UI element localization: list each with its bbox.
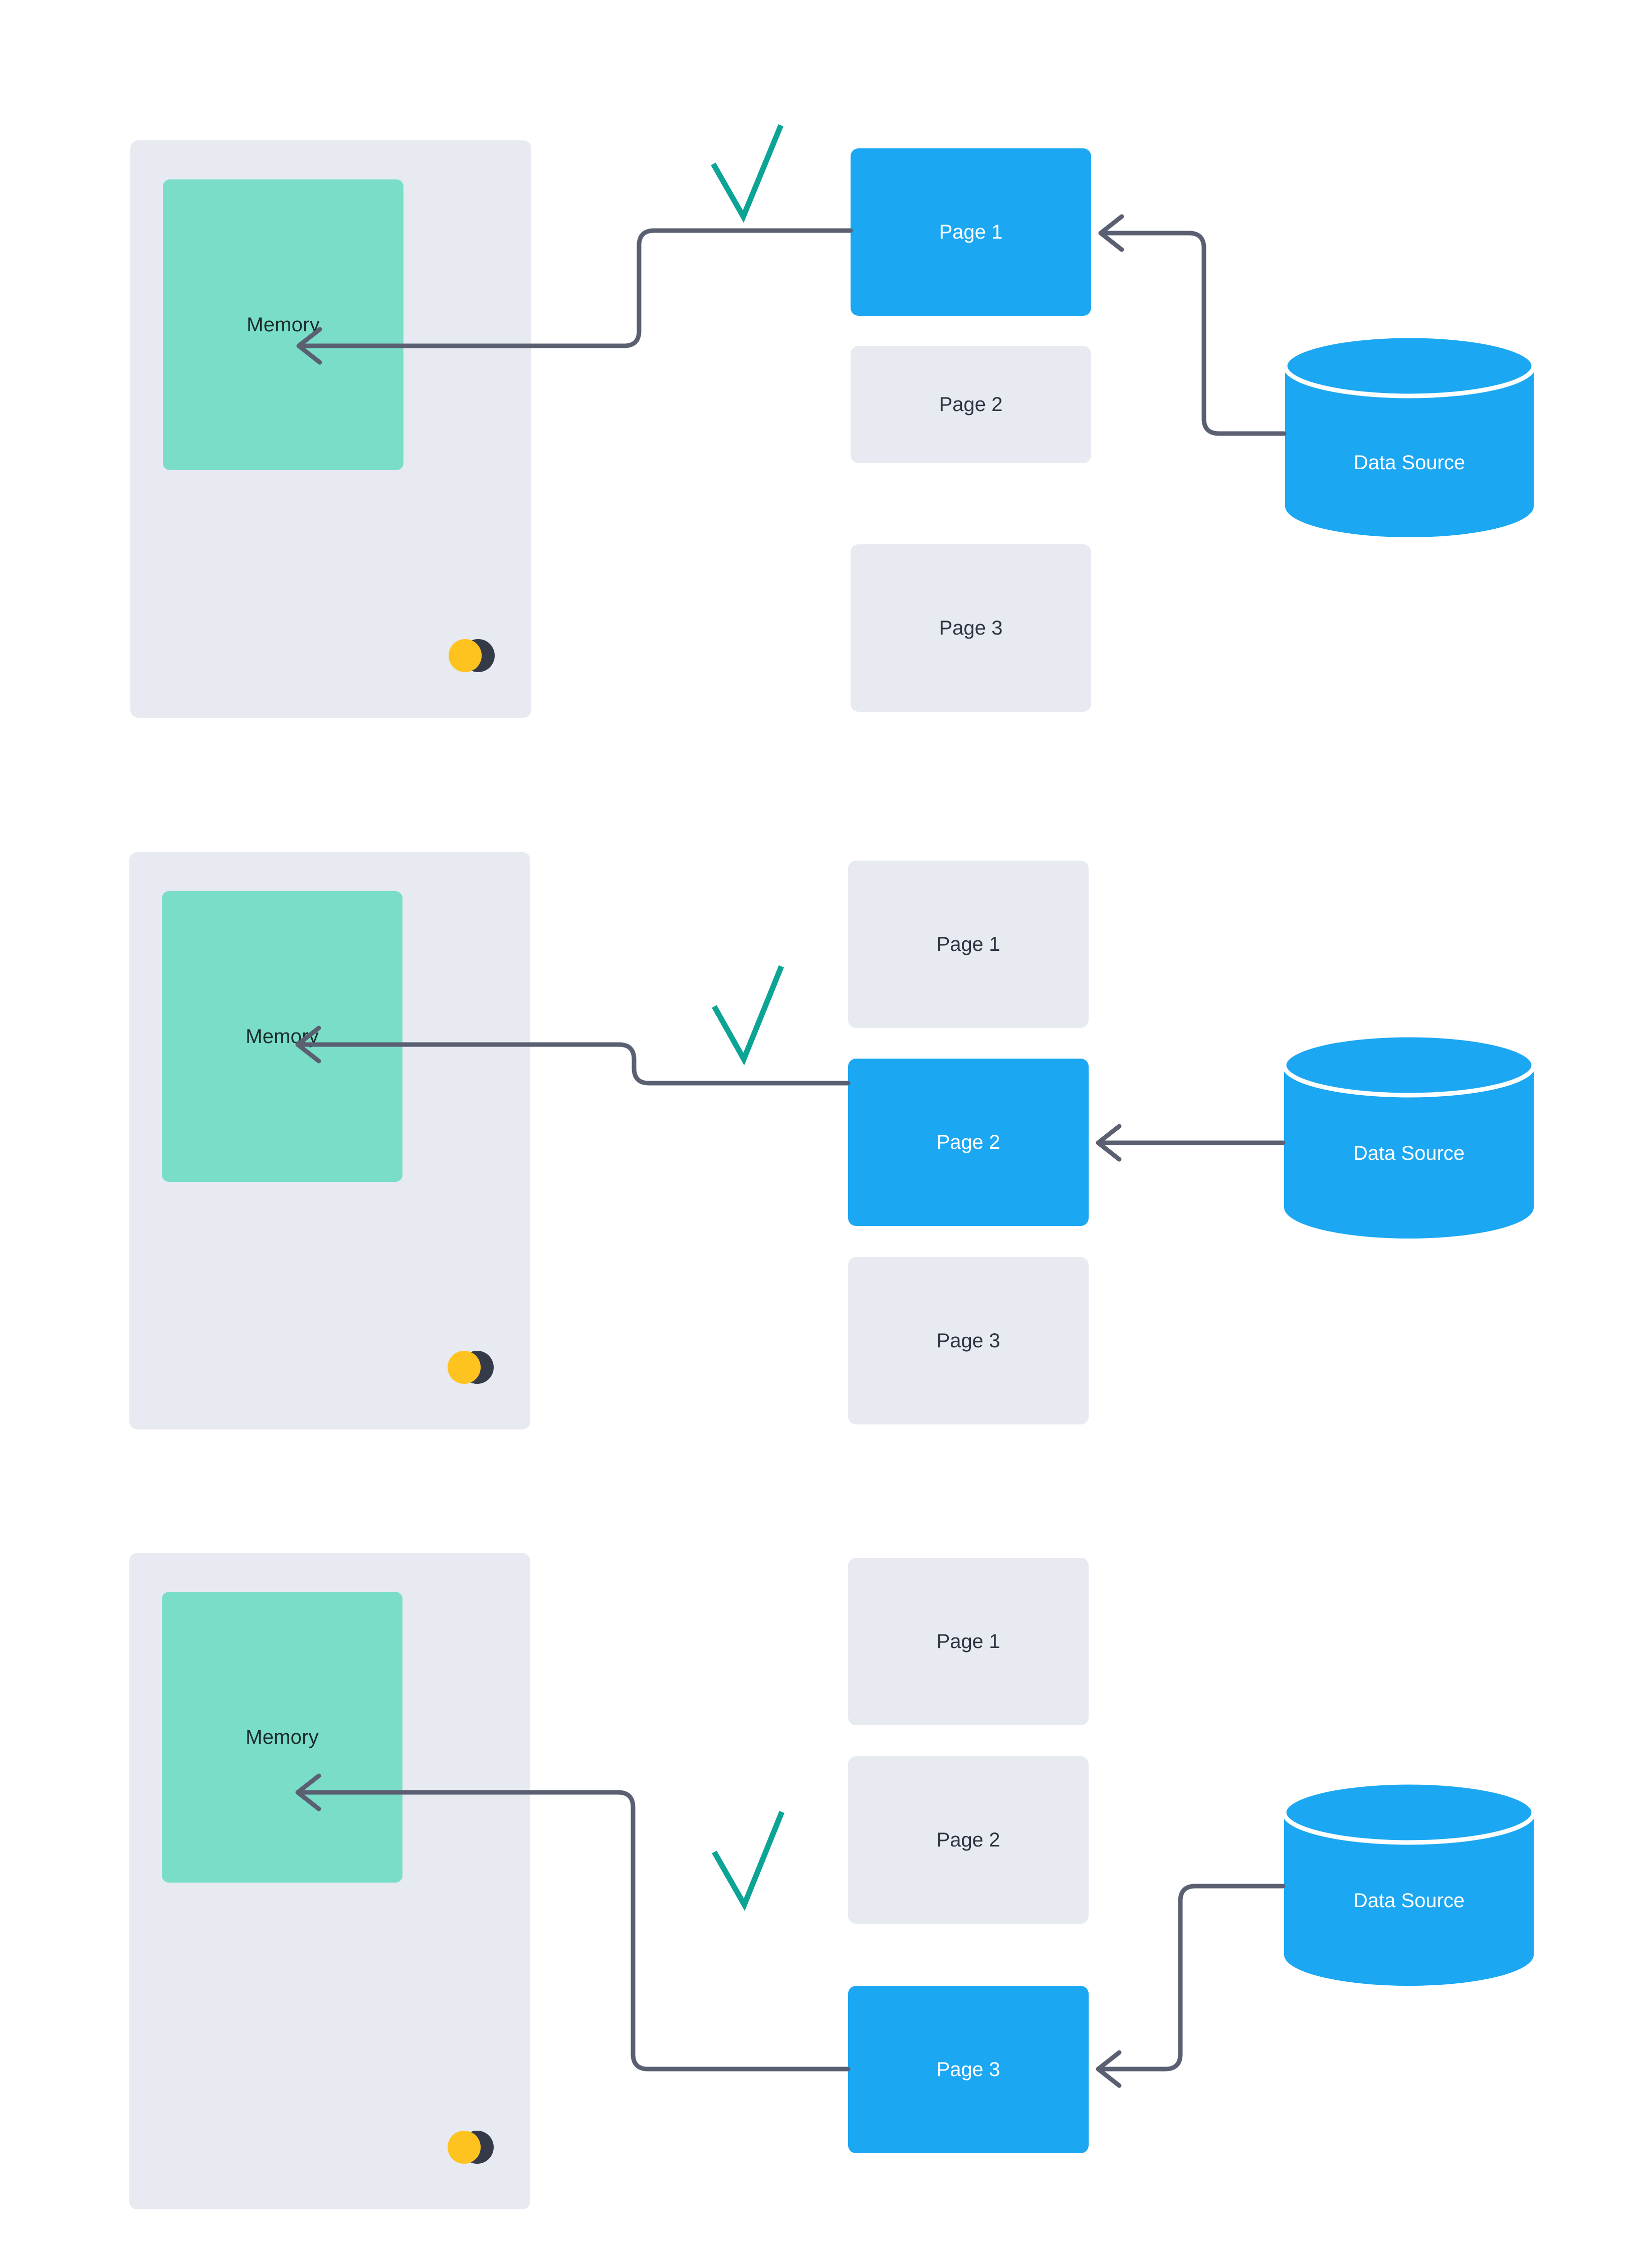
memory-label-3: Memory <box>246 1726 319 1748</box>
page-label-2-1: Page 1 <box>936 933 1000 955</box>
check-icon-1 <box>711 124 784 223</box>
memory-block-3[interactable]: Memory <box>162 1592 402 1883</box>
memory-card-3: Memory <box>129 1553 530 2209</box>
database-cylinder-icon-3[interactable]: Data Source <box>1283 1781 1535 1986</box>
memory-block-1[interactable]: Memory <box>163 179 403 470</box>
database-cylinder-icon-2[interactable]: Data Source <box>1283 1034 1535 1239</box>
page-label-1-2: Page 2 <box>939 393 1003 416</box>
brand-logo-icon-2 <box>446 1339 505 1395</box>
wire-datasource-to-page1 <box>1103 231 1287 436</box>
page-box-3-3[interactable]: Page 3 <box>848 1986 1089 2153</box>
page-label-1-1: Page 1 <box>939 221 1003 243</box>
page-label-3-3: Page 3 <box>936 2059 1000 2081</box>
page-label-3-2: Page 2 <box>936 1829 1000 1851</box>
database-cylinder-icon-1[interactable]: Data Source <box>1284 335 1535 537</box>
memory-label-2: Memory <box>246 1025 319 1048</box>
arrow-left-icon-ds-page3 <box>1096 2050 1122 2088</box>
page-label-1-3: Page 3 <box>939 617 1003 639</box>
page-label-3-1: Page 1 <box>936 1630 1000 1653</box>
page-box-2-2[interactable]: Page 2 <box>848 1059 1089 1226</box>
arrow-left-icon-ds-page1 <box>1098 214 1124 252</box>
check-icon-3 <box>712 1810 785 1911</box>
arrow-left-icon-ds-page2 <box>1096 1124 1122 1162</box>
page-box-1-1[interactable]: Page 1 <box>851 148 1091 316</box>
page-box-3-1[interactable]: Page 1 <box>848 1558 1089 1725</box>
brand-logo-icon-1 <box>447 628 506 684</box>
wire-datasource-to-page3 <box>1100 1884 1286 2072</box>
page-box-3-2[interactable]: Page 2 <box>848 1756 1089 1924</box>
brand-logo-icon-3 <box>446 2119 505 2175</box>
memory-block-2[interactable]: Memory <box>162 891 402 1182</box>
page-box-2-3[interactable]: Page 3 <box>848 1257 1089 1424</box>
memory-label-1: Memory <box>247 314 320 336</box>
memory-card-1: Memory <box>130 140 531 718</box>
page-label-2-3: Page 3 <box>936 1330 1000 1352</box>
memory-card-2: Memory <box>129 852 530 1429</box>
check-icon-2 <box>712 965 784 1066</box>
page-box-2-1[interactable]: Page 1 <box>848 861 1089 1028</box>
page-box-1-3[interactable]: Page 3 <box>851 544 1091 712</box>
page-box-1-2[interactable]: Page 2 <box>851 346 1091 463</box>
page-label-2-2: Page 2 <box>936 1131 1000 1153</box>
